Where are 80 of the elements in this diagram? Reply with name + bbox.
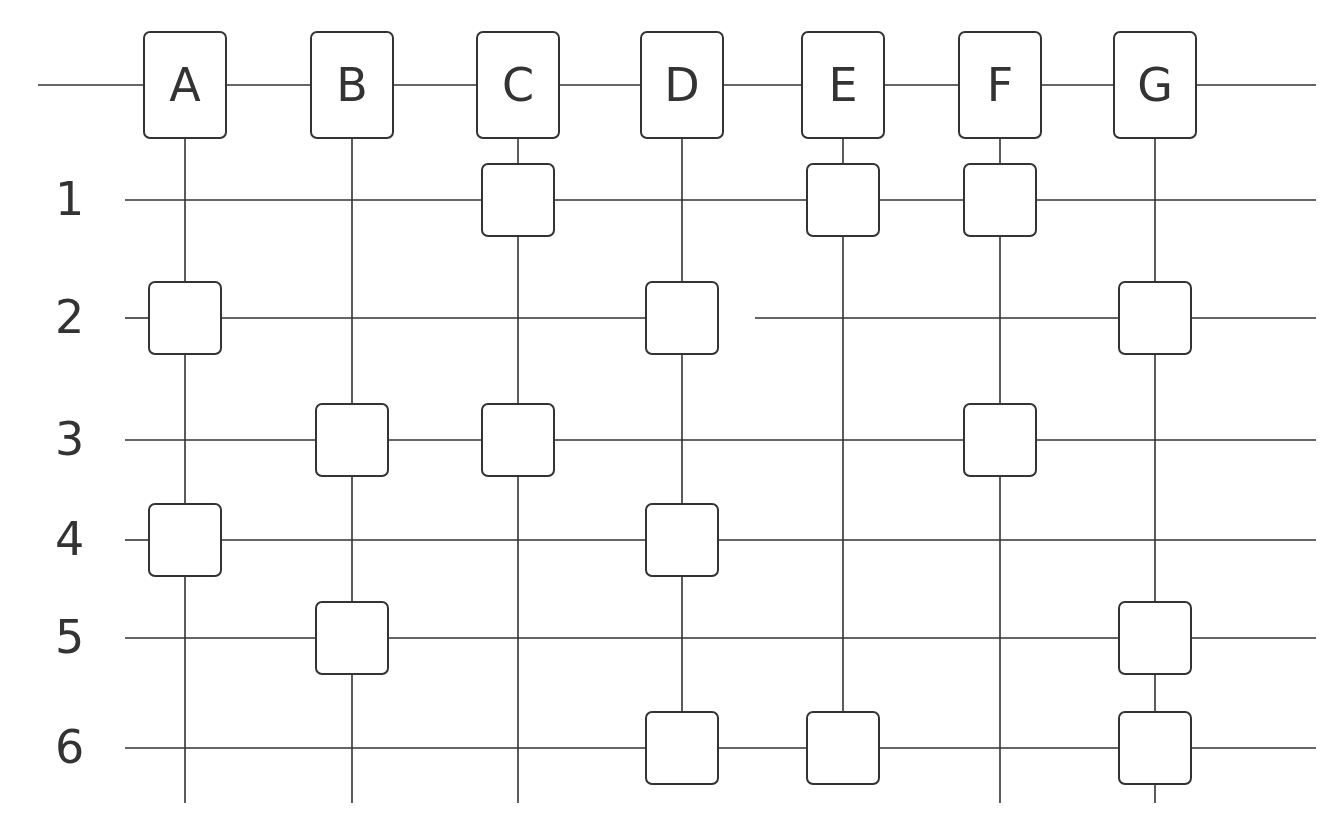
empty-box: [315, 403, 389, 477]
connector-line: [124, 747, 646, 749]
connector-line: [184, 576, 186, 804]
row-number: 1: [55, 176, 85, 222]
empty-box: [645, 281, 719, 355]
connector-line: [351, 476, 353, 602]
connector-line: [124, 199, 482, 201]
empty-box: [645, 711, 719, 785]
empty-box: [1118, 281, 1192, 355]
connector-line: [681, 576, 683, 712]
connector-line: [1191, 637, 1317, 639]
connector-line: [1154, 674, 1156, 712]
empty-box: [806, 163, 880, 237]
connector-line: [388, 637, 1119, 639]
connector-line: [1036, 199, 1317, 201]
connector-line: [681, 354, 683, 504]
empty-box: [481, 163, 555, 237]
row-number: 5: [55, 614, 85, 660]
connector-line: [388, 439, 482, 441]
connector-line: [999, 138, 1001, 164]
empty-box: [1118, 711, 1192, 785]
column-header-box: C: [476, 31, 560, 139]
connector-line: [517, 236, 519, 404]
connector-line: [999, 236, 1001, 404]
connector-line: [681, 138, 683, 282]
connector-line: [351, 138, 353, 404]
connector-line: [842, 236, 844, 712]
connector-line: [184, 354, 186, 504]
column-header-box: G: [1113, 31, 1197, 139]
connector-line: [517, 476, 519, 804]
connector-line: [124, 317, 149, 319]
connector-line: [554, 439, 964, 441]
connector-line: [999, 476, 1001, 804]
connector-line: [124, 539, 149, 541]
connector-line: [718, 747, 807, 749]
connector-line: [517, 138, 519, 164]
connector-line: [842, 138, 844, 164]
column-header-box: B: [310, 31, 394, 139]
connector-line: [1191, 747, 1317, 749]
connector-line: [559, 84, 641, 86]
connector-line: [1154, 784, 1156, 804]
connector-line: [37, 84, 144, 86]
empty-box: [963, 403, 1037, 477]
connector-line: [221, 317, 646, 319]
empty-box: [481, 403, 555, 477]
connector-line: [723, 84, 802, 86]
empty-box: [963, 163, 1037, 237]
connector-line: [1191, 317, 1317, 319]
connector-line: [184, 138, 186, 282]
connector-line: [884, 84, 959, 86]
column-header-box: D: [640, 31, 724, 139]
connector-line: [226, 84, 311, 86]
connector-line: [718, 539, 1317, 541]
connector-line: [554, 199, 807, 201]
connector-line: [1154, 354, 1156, 602]
connector-line: [351, 674, 353, 804]
connector-line: [1036, 439, 1317, 441]
row-number: 6: [55, 724, 85, 770]
empty-box: [806, 711, 880, 785]
connector-line: [1154, 138, 1156, 282]
connector-line: [1196, 84, 1317, 86]
connector-line: [221, 539, 646, 541]
column-header-box: F: [958, 31, 1042, 139]
connector-line: [879, 747, 1119, 749]
row-number: 2: [55, 294, 85, 340]
empty-box: [1118, 601, 1192, 675]
connector-line: [1041, 84, 1114, 86]
connector-line: [124, 637, 316, 639]
empty-box: [315, 601, 389, 675]
row-number: 3: [55, 416, 85, 462]
connector-line: [879, 199, 964, 201]
connector-line: [754, 317, 1119, 319]
column-header-box: E: [801, 31, 885, 139]
connector-line: [393, 84, 477, 86]
empty-box: [148, 281, 222, 355]
column-header-box: A: [143, 31, 227, 139]
connector-line: [124, 439, 316, 441]
empty-box: [645, 503, 719, 577]
empty-box: [148, 503, 222, 577]
row-number: 4: [55, 516, 85, 562]
